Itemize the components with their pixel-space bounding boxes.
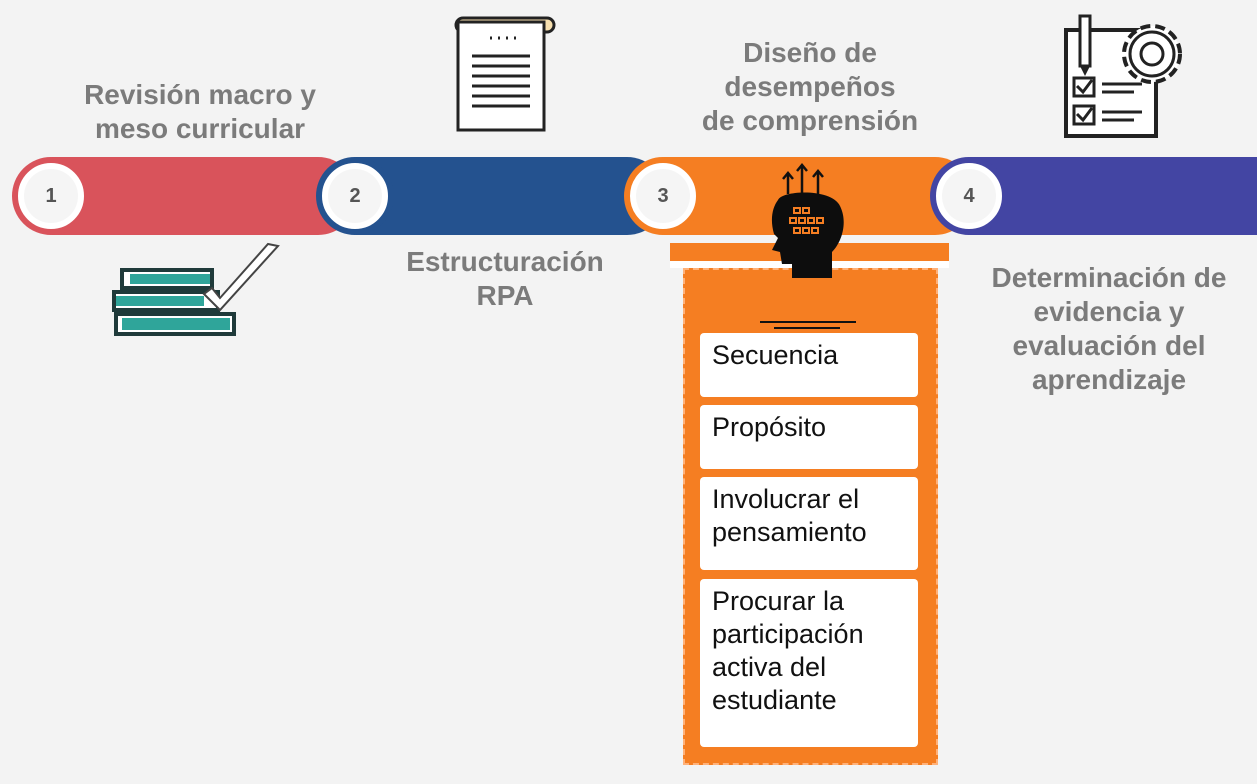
- step-1-label: Revisión macro y meso curricular: [84, 79, 316, 144]
- books-check-icon: [112, 242, 280, 336]
- step-4-number: 4: [942, 169, 996, 223]
- timeline-segment-3: 3: [624, 157, 974, 235]
- step-1-number: 1: [24, 169, 78, 223]
- step-2-circle: 2: [316, 157, 394, 235]
- document-scroll-icon: [454, 16, 556, 132]
- step-1-circle: 1: [12, 157, 90, 235]
- step-3-label: Diseño de desempeños de comprensión: [701, 37, 919, 136]
- element-box-involucrar: Involucrar el pensamiento: [700, 477, 918, 570]
- segment-1-bar: [52, 157, 357, 235]
- element-box-proposito: Propósito: [700, 405, 918, 469]
- timeline-segment-2: 2: [316, 157, 666, 235]
- step-4-circle: 4: [930, 157, 1008, 235]
- head-brain-icon: [760, 163, 856, 329]
- timeline-segment-4: 4: [930, 157, 1257, 235]
- segment-4-bar: [970, 157, 1257, 235]
- segment-2-bar: [356, 157, 666, 235]
- element-box-secuencia: Secuencia: [700, 333, 918, 397]
- step-3-circle: 3: [624, 157, 702, 235]
- step-2-number: 2: [328, 169, 382, 223]
- step-4-label: Determinación de evidencia y evaluación …: [991, 262, 1227, 395]
- timeline-segment-1: 1: [12, 157, 357, 235]
- step-3-number: 3: [636, 169, 690, 223]
- element-box-procurar: Procurar la participación activa del est…: [700, 579, 918, 747]
- step-2-label: Estructuración RPA: [406, 246, 604, 311]
- checklist-gear-icon: [1064, 14, 1182, 138]
